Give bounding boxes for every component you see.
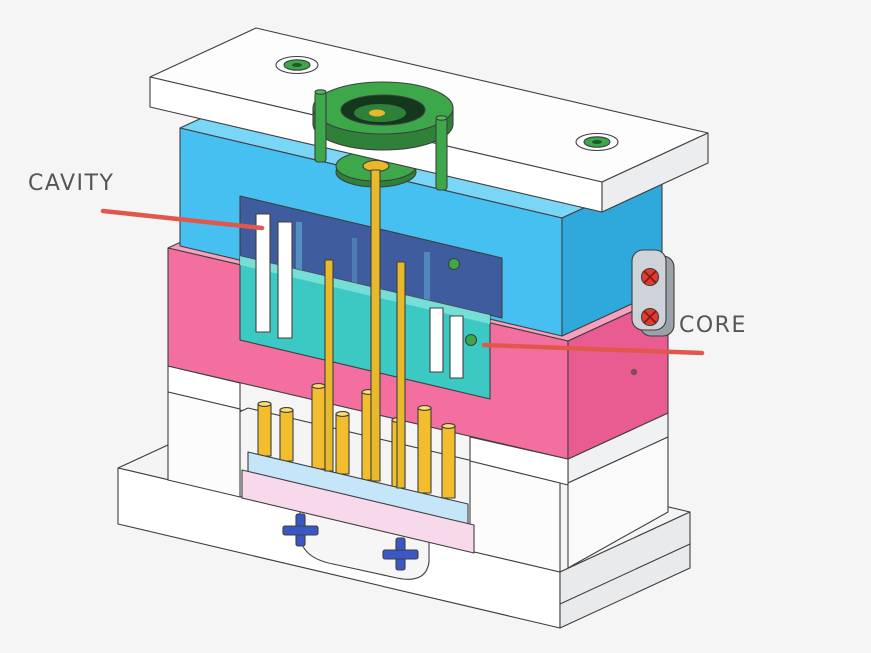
melt-streak (296, 222, 302, 280)
return-pin-right (435, 115, 448, 191)
spacer-block-right (469, 460, 561, 573)
guide-sleeve (277, 221, 293, 339)
guide-sleeve (429, 307, 444, 373)
spacer-block-left (167, 391, 241, 498)
ejector-base-plate (241, 469, 475, 554)
sprue-opening (369, 109, 385, 117)
spacer-right-face (567, 436, 669, 569)
side-lock-screw (640, 267, 660, 287)
ejector-pin (311, 385, 326, 470)
return-pin-left (314, 89, 327, 163)
side-lock (631, 249, 675, 337)
side-lock-screw (640, 307, 660, 327)
guide-sleeve (449, 315, 464, 379)
water-line-port (447, 257, 461, 271)
guide-sleeve (255, 213, 271, 333)
melt-streak (424, 252, 430, 300)
melt-streak (352, 238, 357, 288)
sprue-rod (370, 169, 381, 482)
cavity-leader-line (100, 208, 265, 231)
core-leader-line (481, 342, 705, 356)
ejector-pin-long (396, 261, 406, 489)
pin-hole-dot (630, 368, 638, 376)
ejector-screw (282, 513, 319, 547)
core-label: CORE (679, 313, 747, 338)
ejector-pin (417, 407, 432, 494)
locating-ring (312, 81, 454, 151)
ejector-screw (382, 537, 419, 571)
core-insert-highlight (240, 256, 490, 324)
screw-hole-left (275, 55, 319, 75)
cavity-label: CAVITY (28, 171, 115, 196)
ejector-pin (279, 409, 294, 462)
ejector-pin (335, 413, 350, 475)
core-insert (239, 213, 491, 400)
ejector-pin (257, 403, 272, 457)
ejector-pin-long (324, 259, 334, 472)
ejector-pin (441, 425, 456, 499)
water-line-port (464, 333, 478, 347)
ejector-pins (257, 383, 456, 499)
base-step-line (559, 543, 691, 605)
screw-hole-right (575, 132, 619, 152)
